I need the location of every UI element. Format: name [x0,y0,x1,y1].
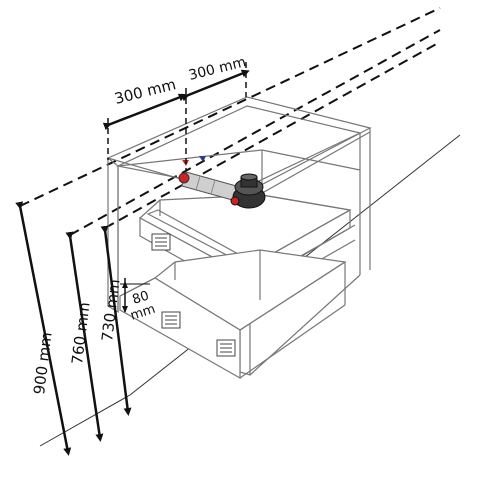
height-dimension-900 [15,201,72,456]
height-dimension-730 [100,225,132,416]
height-dimension-760 [65,231,104,442]
siphon-pipe [178,171,241,202]
upper-drawer-bracket-left [151,233,171,251]
width-right-label: 300 mm [187,54,248,84]
siphon-bowl [230,173,266,209]
reference-dashed-lines [19,7,441,236]
lower-drawer-bracket-right [216,339,236,357]
pipe-cap-red [178,172,190,184]
lower-drawer-bracket-left [161,311,181,329]
height-730-label: 730 mm [98,278,123,342]
drawer-gap-value-label: 80 [131,288,151,307]
siphon-accent-red [230,196,240,206]
drawer-gap-dimension [120,278,150,313]
height-760-label: 760 mm [68,301,93,365]
drawer-gap-unit-label: mm [129,302,158,324]
width-dimension-right [180,62,250,170]
height-900-label: 900 mm [30,331,55,395]
width-dimension-left [102,93,187,160]
